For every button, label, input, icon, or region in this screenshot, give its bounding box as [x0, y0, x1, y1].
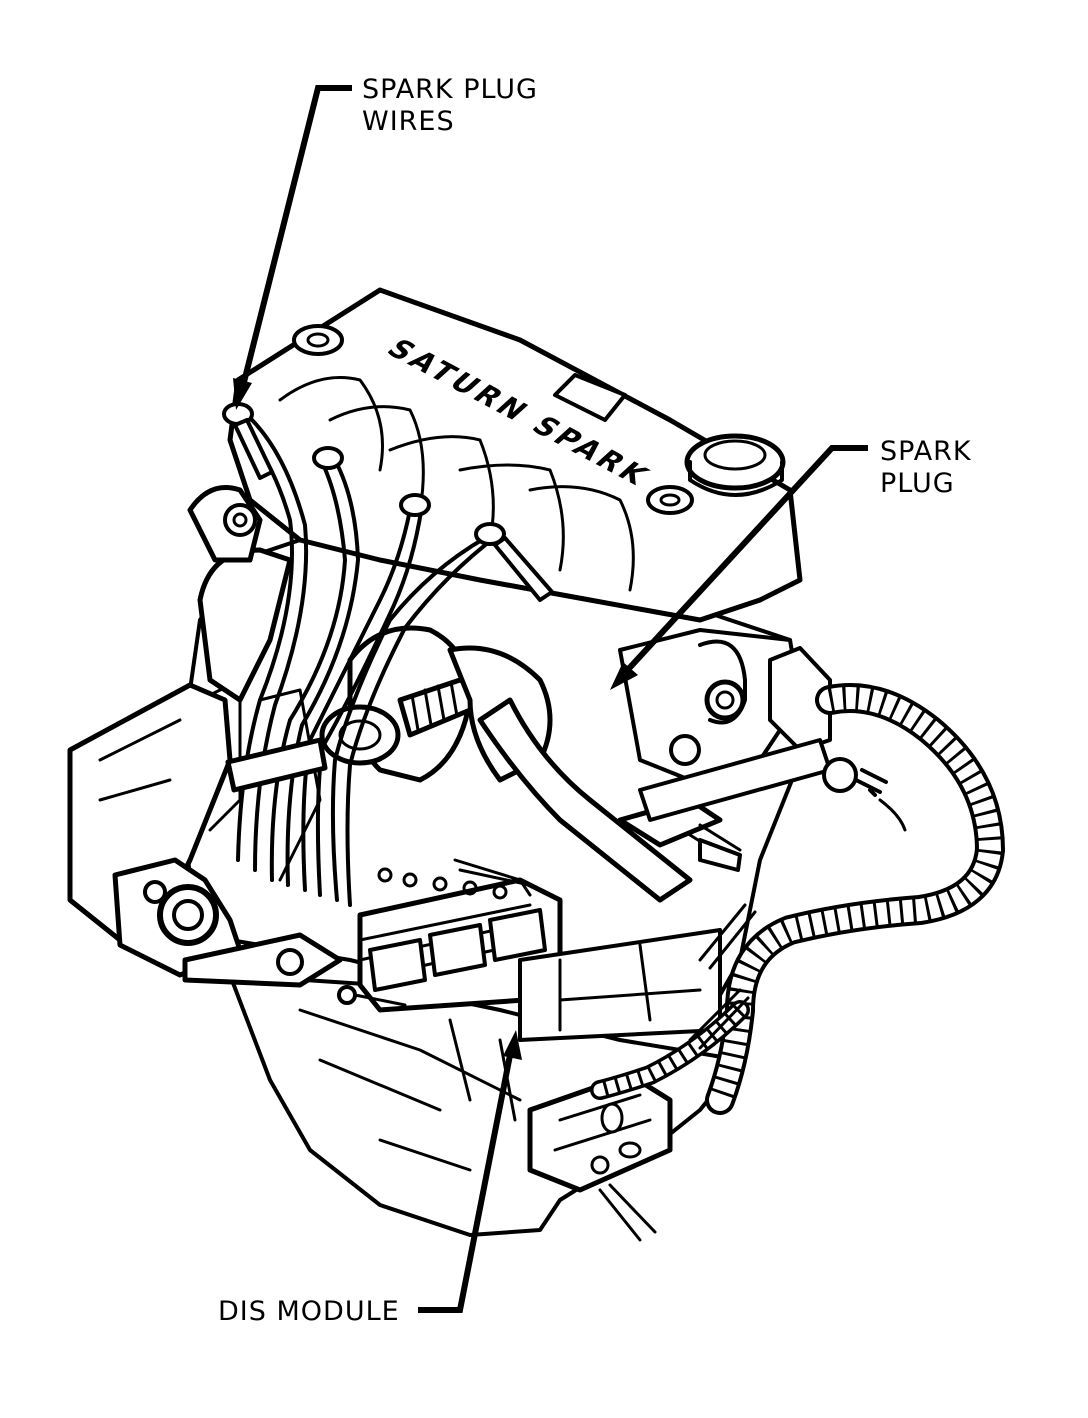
spark-plug-wires-label-line2: WIRES: [362, 106, 455, 137]
dis-module-label: DIS MODULE: [218, 1296, 400, 1327]
wiring-harness: [590, 683, 1006, 1115]
spark-plug-wires-leader: [239, 85, 352, 391]
front-bracket: [638, 738, 907, 832]
callout-spark-plug: SPARK PLUG: [610, 436, 972, 690]
spark-plug-arrowhead: [610, 662, 638, 690]
dis-module-arrowhead: [503, 1030, 522, 1060]
cylinder-head-end: [618, 628, 832, 782]
dis-module-leader: [418, 1044, 515, 1313]
spark-plug-label-line2: PLUG: [880, 468, 955, 499]
coolant-hose: [477, 697, 742, 903]
engine-illustration: SATURN SPARK: [67, 287, 1006, 1242]
spark-plug-wires-arrowhead: [233, 378, 252, 410]
spark-plug-wires-drawing: [222, 402, 554, 907]
spark-plug-leader: [619, 445, 868, 679]
valve-cover: SATURN SPARK: [227, 287, 803, 623]
intake-runners: [187, 485, 293, 703]
dis-module-drawing: [337, 858, 722, 1042]
callout-dis-module: DIS MODULE: [218, 1030, 522, 1327]
spark-plug-wires-label-line1: SPARK PLUG: [362, 74, 538, 105]
engine-mount: [527, 1072, 673, 1242]
callout-spark-plug-wires: SPARK PLUG WIRES: [233, 74, 538, 410]
accessory-bracket: [67, 682, 343, 988]
spark-plug-label-line1: SPARK: [880, 436, 972, 467]
